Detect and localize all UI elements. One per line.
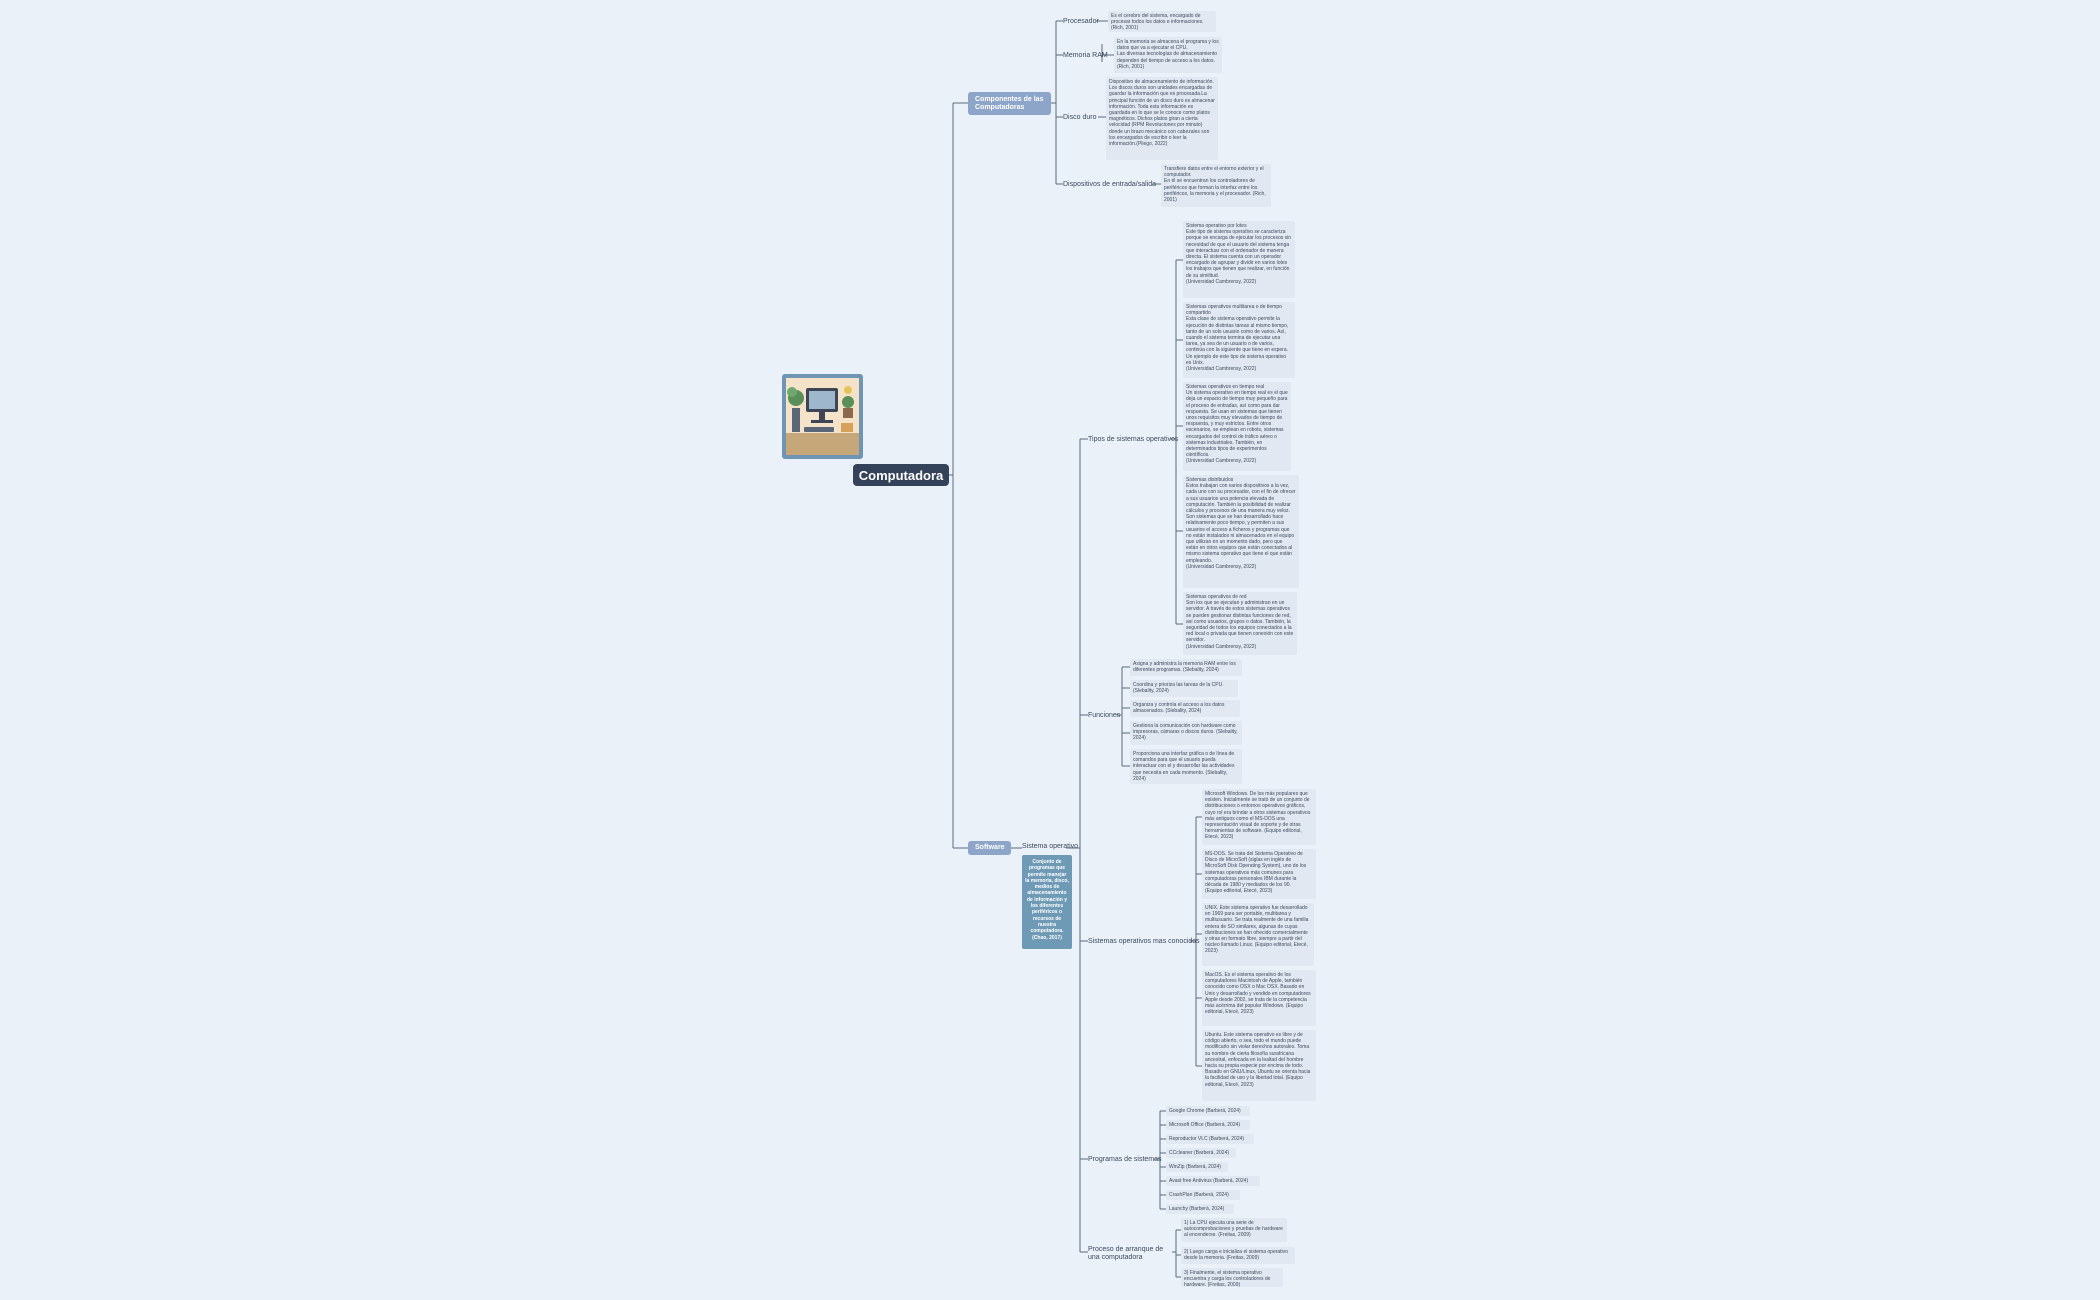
computer-desk-icon (786, 378, 859, 455)
conocidos-item-3: MacOS. Es el sistema operativo de los co… (1202, 970, 1316, 1026)
funciones-item-2: Organiza y controla el acceso a los dato… (1130, 700, 1240, 717)
programas-label[interactable]: Programas de sistemas (1088, 1156, 1162, 1163)
tipos-item-3: Sistemas distribuidos Estos trabajan con… (1183, 475, 1299, 588)
es-label[interactable]: Dispositivos de entrada/salida (1063, 181, 1156, 188)
programas-item-5: Avast free Antivirus (Barberá, 2024) (1166, 1176, 1260, 1186)
tipos-item-0: Sistema operativo por lotes Este tipo de… (1183, 221, 1295, 298)
so-note: Conjunto de programas que permite maneja… (1022, 855, 1072, 949)
componentes-node[interactable]: Componentes de las Computadoras (968, 92, 1051, 115)
programas-item-1: Microsoft Office (Barberá, 2024) (1166, 1120, 1250, 1130)
funciones-item-4: Proporciona una interfaz gráfica o de lí… (1130, 749, 1242, 784)
tipos-item-2: Sistemas operativos en tiempo real Un si… (1183, 382, 1291, 471)
programas-item-0: Google Chrome (Barberá, 2024) (1166, 1106, 1250, 1116)
conocidos-item-4: Ubuntu. Este sistema operativo es libre … (1202, 1030, 1316, 1101)
funciones-item-1: Coordina y prioriza las tareas de la CPU… (1130, 680, 1238, 697)
programas-item-3: CCcleaner (Barberá, 2024) (1166, 1148, 1236, 1158)
procesador-text: Es el cerebro del sistema, encargado de … (1108, 11, 1216, 32)
conocidos-item-0: Microsoft Windows. De los más populares … (1202, 789, 1316, 845)
funciones-item-0: Asigna y administra la memoria RAM entre… (1130, 659, 1242, 676)
funciones-item-3: Gestiona la comunicación con hardware co… (1130, 721, 1242, 745)
disco-label[interactable]: Disco duro (1063, 114, 1097, 121)
programas-item-6: CrashPlan (Barberá, 2024) (1166, 1190, 1240, 1200)
computer-desk-illustration (782, 374, 863, 459)
software-node[interactable]: Software (968, 841, 1011, 855)
programas-item-7: Launchy (Barberá, 2024) (1166, 1204, 1234, 1214)
conocidos-label[interactable]: Sistemas operativos mas conocidos (1088, 938, 1200, 945)
tipos-item-4: Sistemas operativos de red Son los que s… (1183, 592, 1297, 655)
programas-item-2: Reproductor VLC (Barberá, 2024) (1166, 1134, 1254, 1144)
funciones-label[interactable]: Funciones (1088, 712, 1121, 719)
arranque-item-2: 3) Finalmente, el sistema operativo encu… (1181, 1268, 1283, 1287)
disco-text: Dispositivo de almacenamiento de informa… (1106, 77, 1218, 160)
programas-item-4: WinZip (Barberá, 2024) (1166, 1162, 1228, 1172)
ram-label[interactable]: Memoria RAM (1063, 52, 1108, 59)
so-label[interactable]: Sistema operativo (1022, 843, 1079, 850)
es-text: Transfiere datos entre el entorno exteri… (1161, 164, 1271, 207)
conocidos-item-2: UNIX. Este sistema operativo fue desarro… (1202, 903, 1314, 966)
root-node[interactable]: Computadora (853, 464, 949, 486)
arranque-label[interactable]: Proceso de arranque de una computadora (1088, 1246, 1164, 1261)
tipos-item-1: Sistemas operativos multitarea o de tiem… (1183, 302, 1295, 378)
arranque-item-0: 1) La CPU ejecuta una serie de autocompr… (1181, 1218, 1287, 1242)
ram-text: En la memoria se almacena el programa y … (1114, 37, 1222, 73)
procesador-label[interactable]: Procesador (1063, 18, 1099, 25)
arranque-item-1: 2) Luego carga e inicializa el sistema o… (1181, 1247, 1295, 1264)
conocidos-item-1: MS-DOS. Se trata del Sistema Operativo d… (1202, 849, 1316, 899)
tipos-label[interactable]: Tipos de sistemas operativos (1088, 436, 1179, 443)
